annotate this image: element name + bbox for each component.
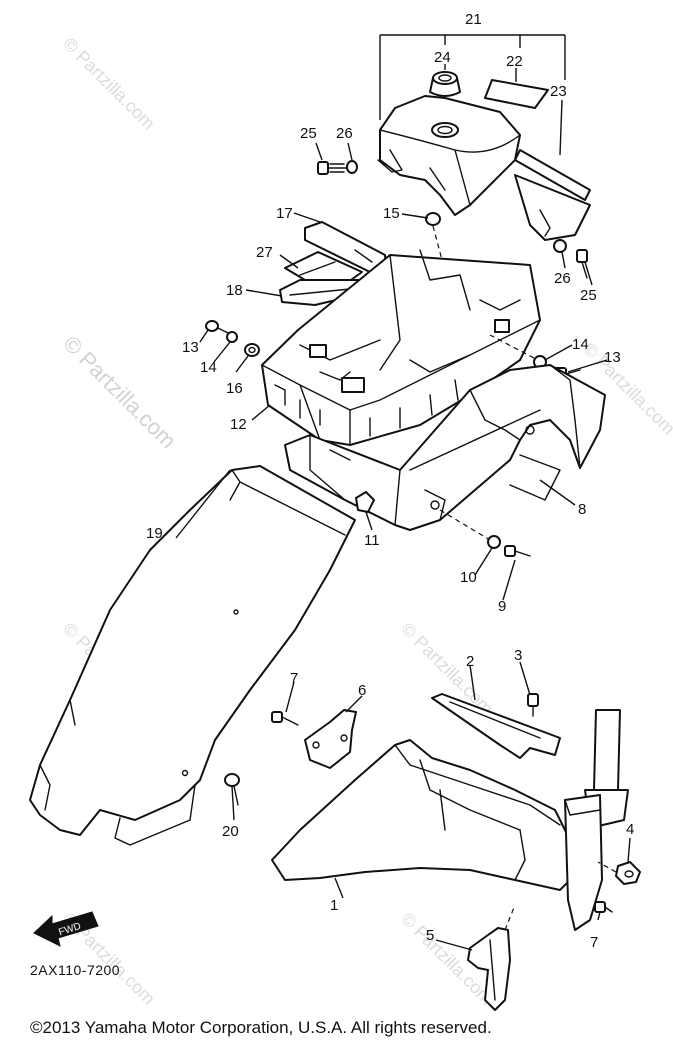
part-4-nut (597, 861, 641, 885)
part-26-washer-left (346, 160, 358, 174)
part-9-bolt (504, 545, 531, 557)
part-25-bolt-right (576, 249, 588, 279)
callout-21-bracket (379, 34, 566, 156)
callout-14-right: 14 (572, 336, 589, 353)
callout-25-left: 25 (300, 125, 317, 142)
callout-27: 27 (256, 244, 273, 261)
callout-21: 21 (465, 11, 482, 28)
part-24-cap (429, 71, 461, 97)
fork-tube (564, 709, 629, 931)
callout-labels: 21 24 22 23 25 26 17 15 27 26 25 18 13 1… (146, 11, 634, 951)
part-22-sticker (484, 79, 549, 109)
part-14-washer-left (226, 331, 238, 343)
part-3-bolt (527, 693, 539, 717)
callout-26-left: 26 (336, 125, 353, 142)
leader-lines (175, 142, 631, 951)
callout-5: 5 (426, 927, 434, 944)
part-12-battery-tray (261, 249, 541, 446)
callout-24: 24 (434, 49, 451, 66)
callout-4: 4 (626, 821, 634, 838)
callout-9: 9 (498, 598, 506, 615)
copyright-notice: ©2013 Yamaha Motor Corporation, U.S.A. A… (30, 1018, 492, 1037)
callout-17: 17 (276, 205, 293, 222)
callout-1: 1 (330, 897, 338, 914)
callout-12: 12 (230, 416, 247, 433)
part-16-grommet (244, 343, 260, 357)
callout-14-left: 14 (200, 359, 217, 376)
callout-18: 18 (226, 282, 243, 299)
callout-26-right: 26 (554, 270, 571, 287)
part-13-bolt-left (205, 320, 229, 334)
callout-8: 8 (578, 501, 586, 518)
callout-15: 15 (383, 205, 400, 222)
part-6-bracket (304, 709, 357, 769)
callout-16: 16 (226, 380, 243, 397)
callout-22: 22 (506, 53, 523, 70)
part-7-bolt-lower (594, 901, 613, 913)
watermark-main: © Partzilla.com (58, 331, 181, 454)
callout-20: 20 (222, 823, 239, 840)
callout-3: 3 (514, 647, 522, 664)
callout-13-left: 13 (182, 339, 199, 356)
callout-23: 23 (550, 83, 567, 100)
part-5-stay (467, 904, 516, 1011)
part-8-rear-frame (284, 364, 606, 541)
callout-13-right: 13 (604, 349, 621, 366)
part-26-washer-right (553, 239, 567, 253)
callout-6: 6 (358, 682, 366, 699)
part-21-cover-box (377, 95, 521, 216)
callout-2: 2 (466, 653, 474, 670)
watermark-top-right: © Partzilla.com (59, 34, 159, 134)
part-11-clip (355, 491, 375, 513)
callout-19: 19 (146, 525, 163, 542)
callout-10: 10 (460, 569, 477, 586)
part-19-rear-fender (29, 465, 356, 846)
part-10-washer (487, 535, 501, 549)
callout-7-upper: 7 (290, 670, 298, 687)
part-7-bolt-upper (271, 711, 299, 726)
diagram-code: 2AX110-7200 (30, 962, 121, 978)
part-23-band (514, 149, 591, 241)
callout-11: 11 (364, 532, 380, 549)
callout-7-lower: 7 (590, 934, 598, 951)
callout-25-right: 25 (580, 287, 597, 304)
part-25-bolt-left (317, 161, 347, 175)
part-2-plate (431, 693, 561, 759)
